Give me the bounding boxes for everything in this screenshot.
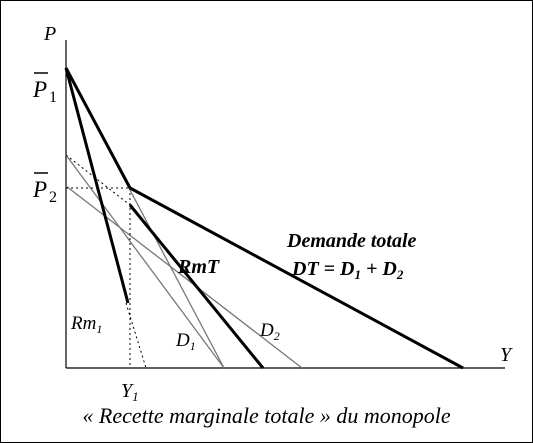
y1-label: Y1: [121, 380, 139, 404]
x-axis-label: Y: [500, 344, 513, 366]
p1-label: P: [32, 77, 47, 102]
total-demand-formula: DT = D1 + D2: [291, 258, 404, 282]
total-demand-title: Demande totale: [286, 230, 417, 252]
total-demand-upper: [64, 67, 132, 189]
y-axis-label: P: [43, 23, 56, 45]
d1-label: D1: [175, 330, 196, 353]
rm-dotted-extension: [65, 154, 131, 206]
p2-subscript: 2: [49, 189, 57, 206]
rm1-dotted-extension: [125, 302, 147, 369]
d2-label: D2: [259, 320, 280, 343]
p1-subscript: 1: [49, 89, 57, 106]
demand-d1-line: [65, 154, 225, 369]
p2-label: P: [32, 177, 47, 202]
rm1-line: [64, 67, 130, 304]
rmt-label: RmT: [177, 256, 220, 278]
rm1-label: Rm1: [70, 313, 102, 336]
figure-caption: « Recette marginale totale » du monopole: [82, 403, 451, 428]
d1-lower-line: [129, 189, 225, 369]
rmt-line: [128, 204, 265, 369]
total-demand-lower: [129, 186, 464, 370]
